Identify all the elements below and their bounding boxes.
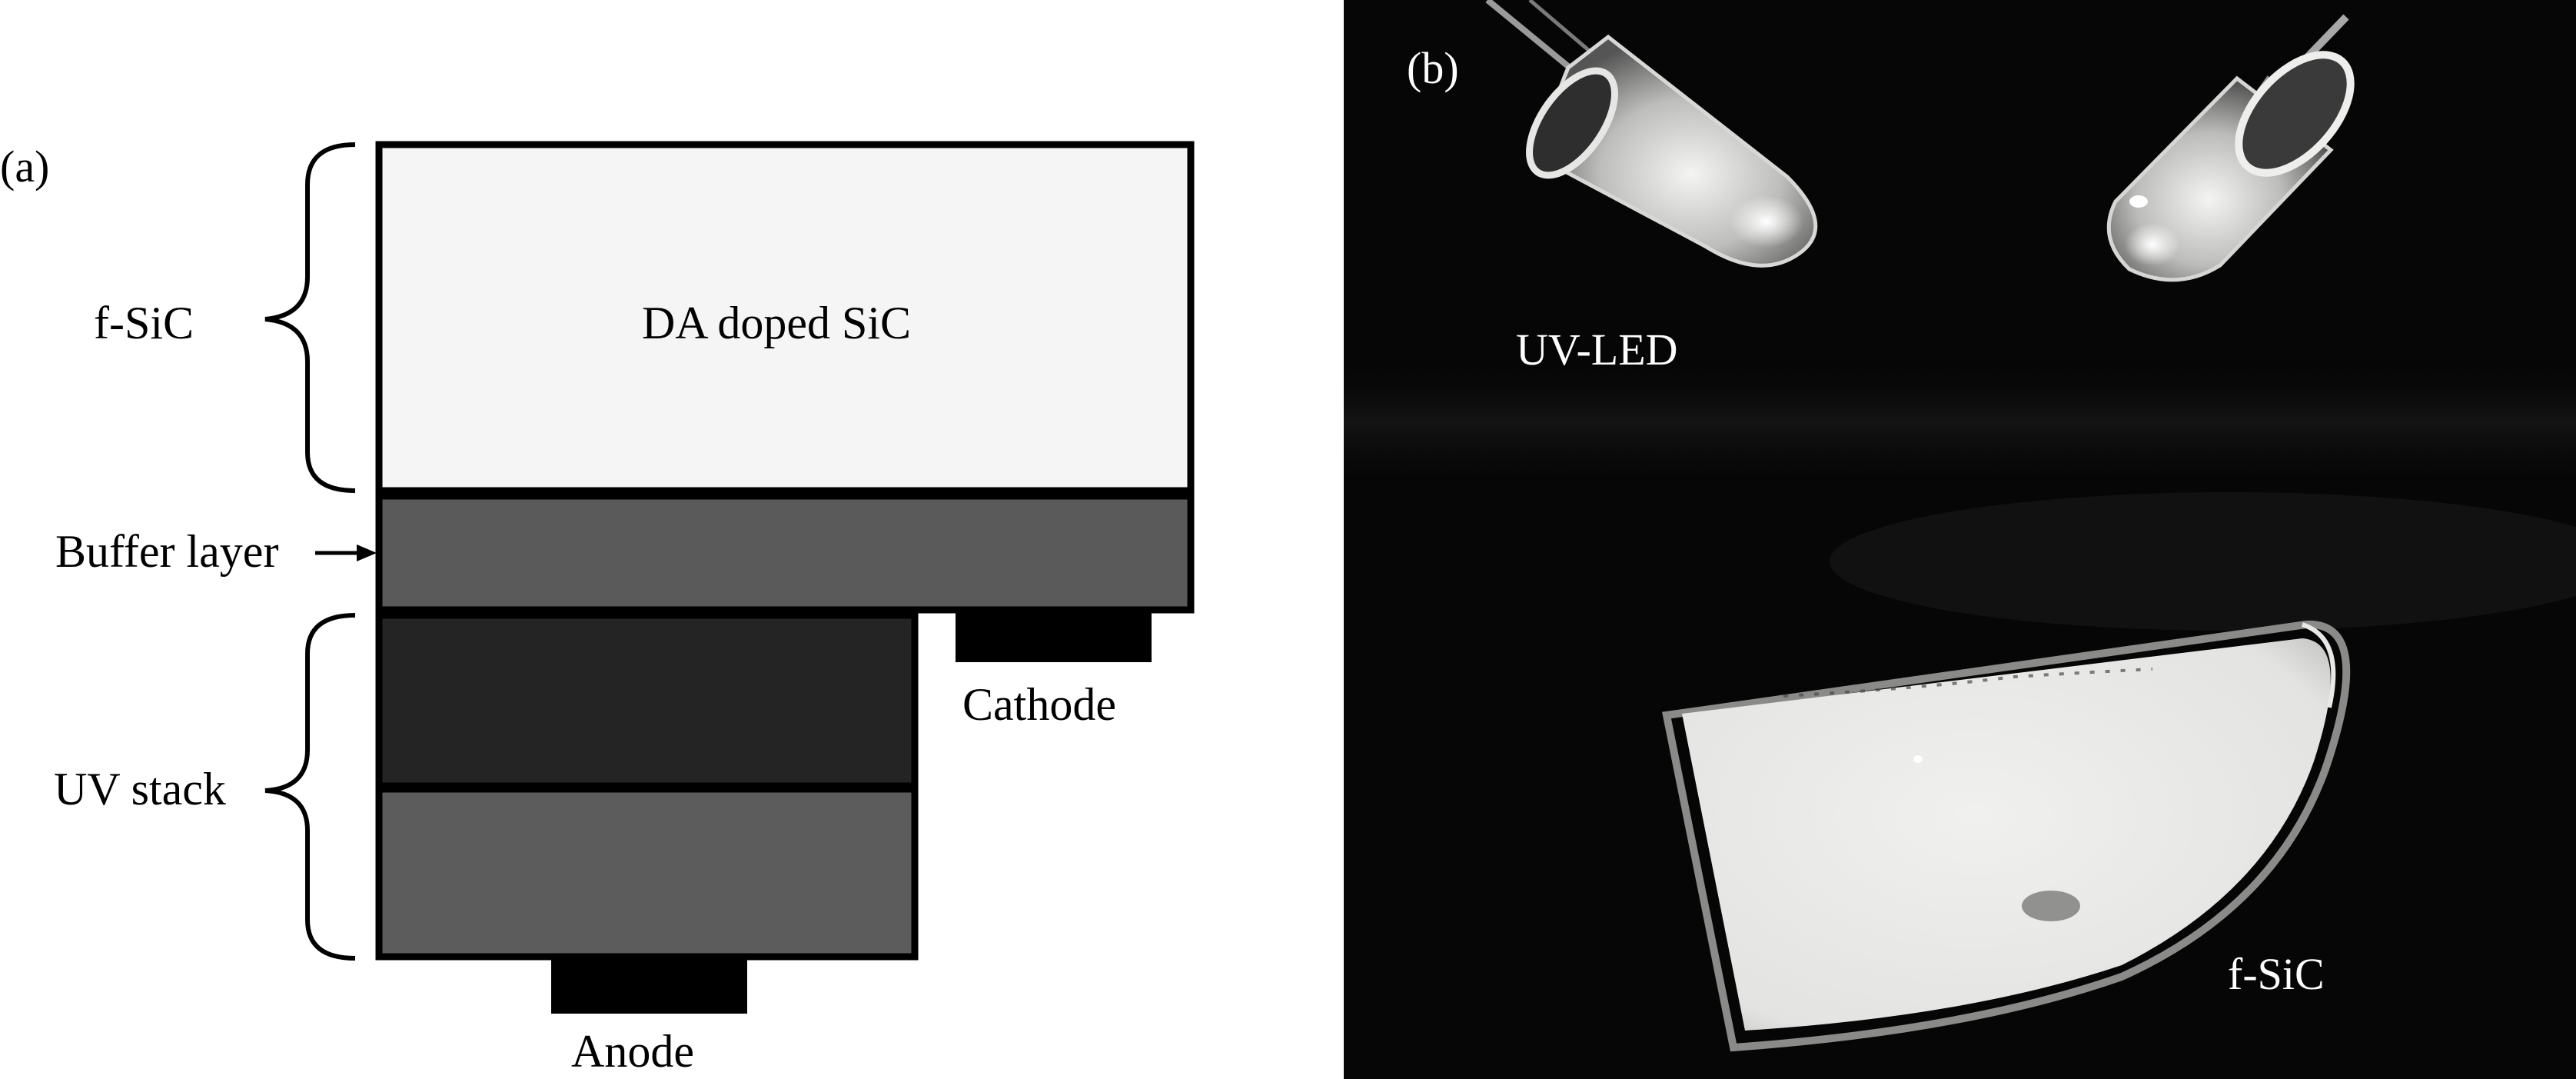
da-doped-sic-label: DA doped SiC: [642, 298, 911, 348]
panel-b-photo: (b) UV-LED f-SiC: [1344, 0, 2576, 1079]
buffer-layer-label: Buffer layer: [55, 526, 278, 577]
anode-label: Anode: [571, 1026, 694, 1077]
panel-b-label: (b): [1407, 43, 1459, 93]
cathode-contact: [956, 613, 1152, 662]
right-uv-led: [2106, 14, 2355, 282]
fsic-sample-caption: f-SiC: [2228, 949, 2325, 999]
uv-stack-brace: [264, 613, 356, 961]
anode-contact: [551, 960, 747, 1014]
uv-led-caption: UV-LED: [1516, 325, 1678, 375]
panel-a-schematic: (a) DA doped SiC Cathode Anode f-SiC UV …: [0, 141, 1195, 1077]
buffer-layer: [375, 492, 1195, 614]
panel-a-label: (a): [0, 142, 49, 191]
cathode-label: Cathode: [962, 679, 1116, 730]
fsic-group-label: f-SiC: [94, 298, 194, 348]
left-uv-led: [1485, 0, 1818, 268]
uv-stack-upper-layer: [375, 611, 919, 790]
uv-stack-lower-layer: [375, 785, 919, 961]
fsic-brace: [264, 142, 356, 493]
uv-stack-group-label: UV stack: [54, 764, 226, 814]
da-doped-sic-layer: [375, 141, 1195, 495]
fsic-glowing-sample: [1662, 620, 2351, 1052]
photo-haze: [1344, 361, 2576, 485]
photo-haze-2: [1830, 492, 2576, 631]
buffer-arrow-icon: [315, 544, 377, 561]
